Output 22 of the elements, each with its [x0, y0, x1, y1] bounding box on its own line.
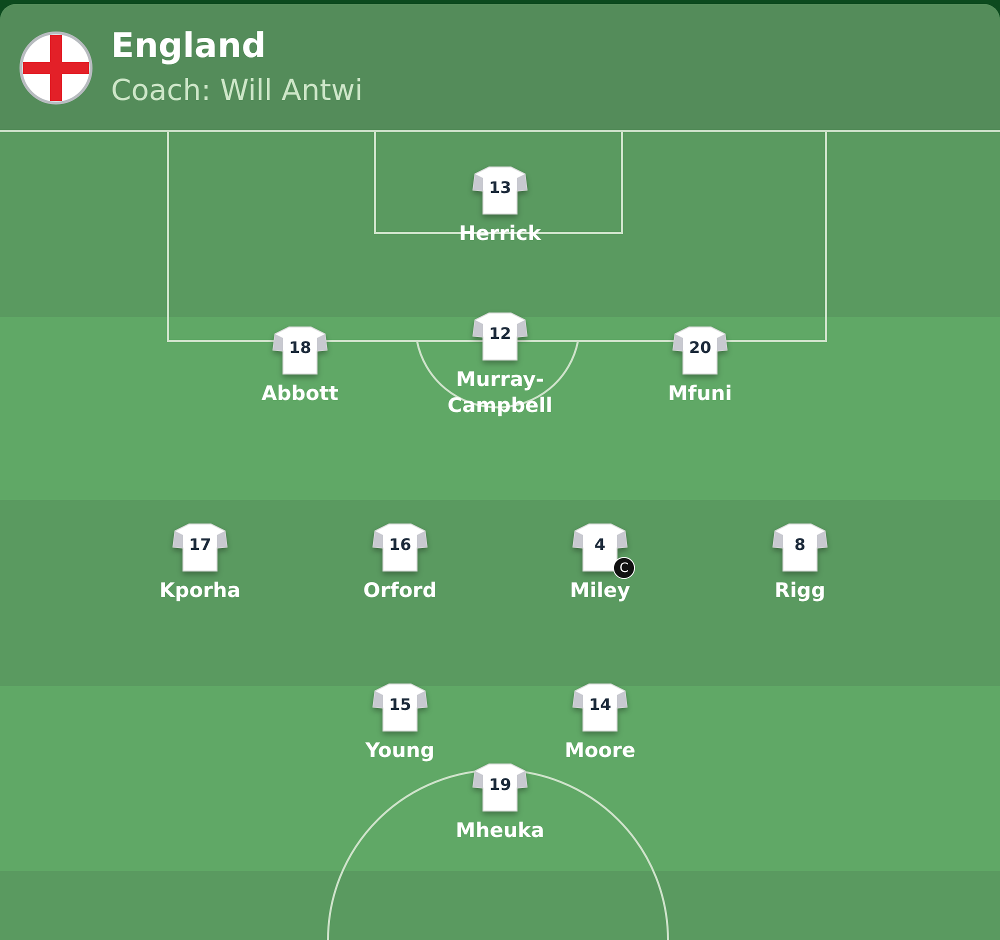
shirt-number: 4: [593, 535, 607, 555]
player-name: Miley: [570, 577, 630, 603]
team-name: England: [111, 26, 266, 66]
shirt-number: 13: [489, 178, 511, 198]
shirt-number: 17: [189, 535, 211, 555]
player-name: Rigg: [774, 577, 826, 603]
player-name: Young: [365, 737, 435, 763]
player-name: Mheuka: [456, 817, 544, 843]
shirt-number: 15: [389, 695, 411, 715]
player-name: Mfuni: [668, 380, 732, 406]
shirt-number: 20: [689, 338, 711, 358]
player-name: Orford: [363, 577, 437, 603]
player-name: Abbott: [262, 380, 338, 406]
shirt-number: 18: [289, 338, 311, 358]
shirt-number: 12: [489, 324, 511, 344]
player-name: Kporha: [159, 577, 241, 603]
shirt-number: 16: [389, 535, 411, 555]
shirt-number: 14: [589, 695, 611, 715]
coach-name: Coach: Will Antwi: [111, 72, 363, 108]
shirt-number: 19: [489, 775, 511, 795]
shirt-number: 8: [793, 535, 807, 555]
player-name: Moore: [564, 737, 636, 763]
